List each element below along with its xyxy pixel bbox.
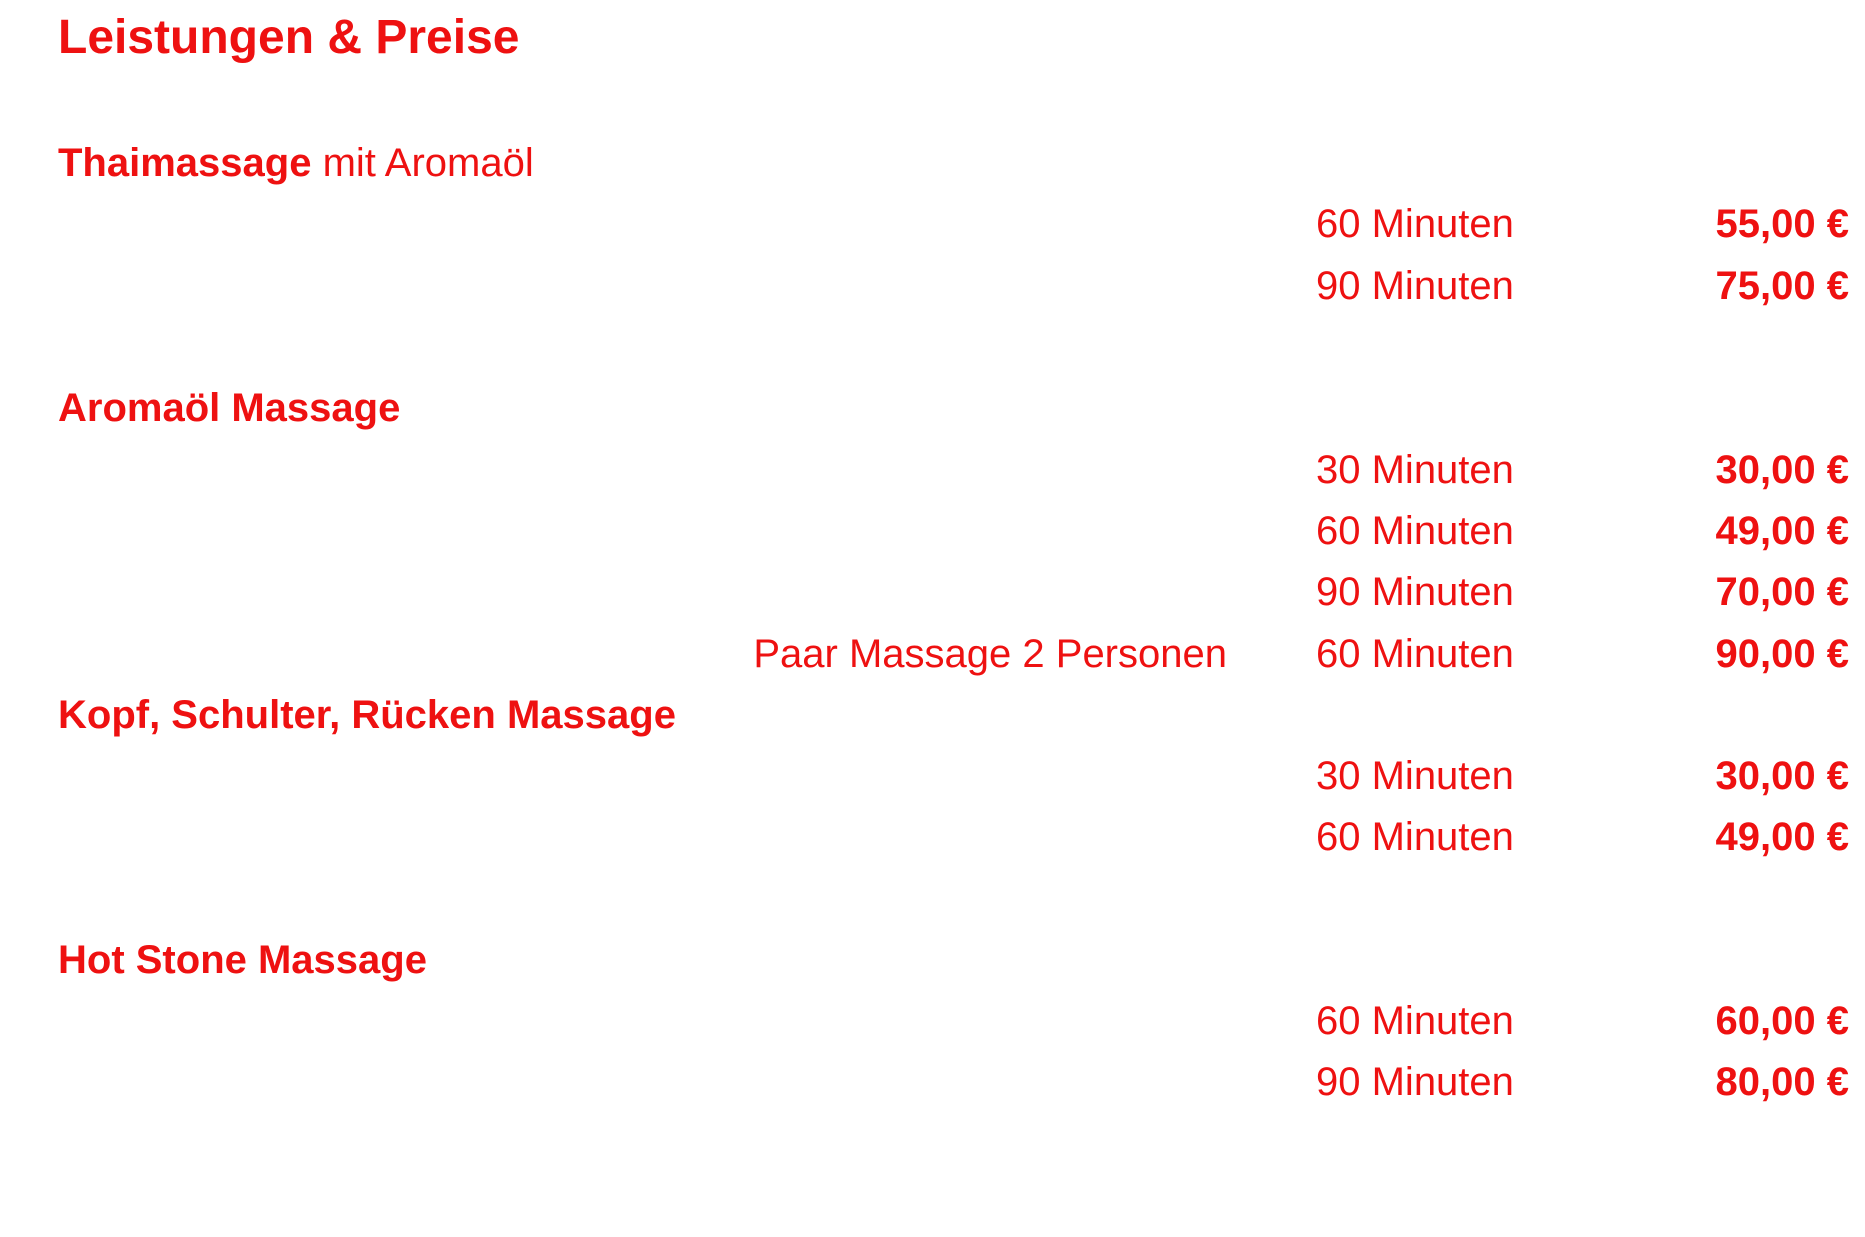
section-title-bold: Aromaöl Massage [58,386,401,430]
section-title-hot-stone-massage: Hot Stone Massage [58,940,427,980]
page-title: Leistungen & Preise [58,11,520,64]
duration-label: 90 Minuten [1316,570,1514,614]
price-value: 49,00 € [1715,509,1849,553]
duration-label: 60 Minuten [1316,815,1514,859]
section-title-bold: Hot Stone Massage [58,938,427,982]
section-title-aromaoel-massage: Aromaöl Massage [58,388,400,428]
price-value: 30,00 € [1715,754,1849,798]
section-title-kopf-schulter-ruecken: Kopf, Schulter, Rücken Massage [58,695,676,735]
duration-label: 30 Minuten [1316,754,1514,798]
price-value: 80,00 € [1715,1060,1849,1104]
price-value: 60,00 € [1715,999,1849,1043]
price-value: 90,00 € [1715,632,1849,676]
duration-label: 30 Minuten [1316,448,1514,492]
duration-label: 60 Minuten [1316,202,1514,246]
section-title-thaimassage: Thaimassage mit Aromaöl [58,143,534,183]
price-value: 30,00 € [1715,448,1849,492]
price-value: 75,00 € [1715,264,1849,308]
duration-label: 60 Minuten [1316,632,1514,676]
duration-label: 60 Minuten [1316,509,1514,553]
item-note: Paar Massage 2 Personen [753,632,1227,676]
price-value: 70,00 € [1715,570,1849,614]
section-title-bold: Thaimassage [58,141,312,185]
duration-label: 60 Minuten [1316,999,1514,1043]
price-value: 55,00 € [1715,202,1849,246]
price-value: 49,00 € [1715,815,1849,859]
section-title-bold: Kopf, Schulter, Rücken Massage [58,693,676,737]
duration-label: 90 Minuten [1316,264,1514,308]
duration-label: 90 Minuten [1316,1060,1514,1104]
section-title-suffix: mit Aromaöl [311,141,534,185]
